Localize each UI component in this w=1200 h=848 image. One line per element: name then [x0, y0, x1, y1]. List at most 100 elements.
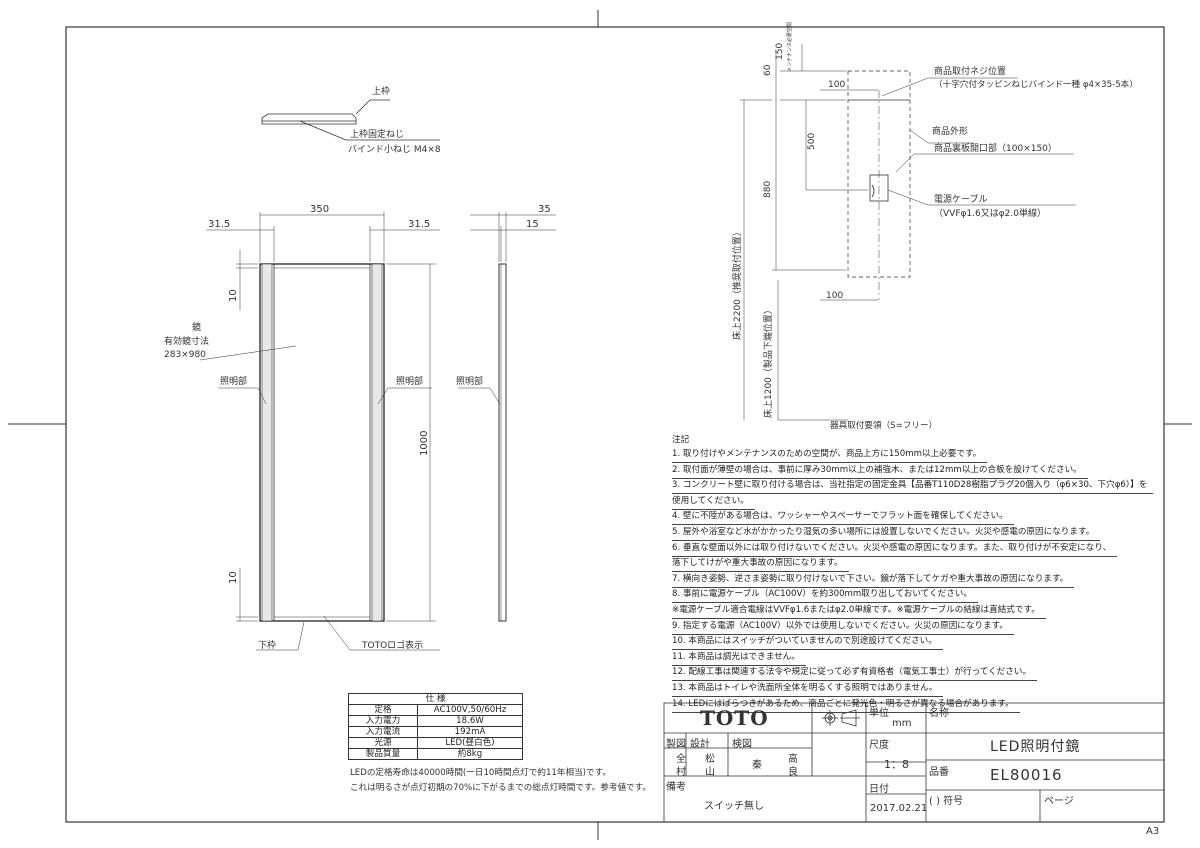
- note-item: 10. 本商品にはスイッチがついていませんので別途設けてください。: [672, 633, 943, 651]
- note-text: 10. 本商品にはスイッチがついていませんので別途設けてください。: [672, 633, 943, 651]
- label-back-opening: 商品裏板開口部（100×150）: [934, 142, 1057, 154]
- label-maintenance: メンテナンス必要空間: [786, 22, 793, 72]
- checker-1: 秦: [752, 760, 762, 771]
- mount-guide: [740, 44, 1076, 421]
- date-value: 2017.02.21: [870, 803, 928, 814]
- label-floor-2200: 床上2200（推奨取付位置）: [731, 227, 743, 340]
- label-mirror: 鏡: [192, 321, 201, 333]
- note-item: 3. コンクリート壁に取り付ける場合は、当社指定の固定金具【品番T110D28樹…: [672, 477, 1154, 495]
- made-label: 製図: [666, 739, 686, 750]
- made-by-2: 村: [676, 767, 686, 778]
- unit-label: 単位: [869, 708, 889, 719]
- spec-value: 約8kg: [417, 748, 523, 760]
- part-number: EL80016: [990, 766, 1063, 784]
- note-text: 5. 屋外や浴室など水がかかったり湿気の多い場所には設置しないでください。火災や…: [672, 524, 1101, 541]
- sheet-size: A3: [1146, 826, 1159, 837]
- note-item: 落下してけがや重大事故の原因になります。: [672, 555, 849, 573]
- dim-10-top: 10: [228, 289, 239, 302]
- label-bottom-frame: 下枠: [258, 639, 276, 651]
- note-text: 11. 本商品は調光はできません。: [672, 649, 806, 666]
- label-lighting-side: 照明部: [456, 375, 483, 387]
- checker-3: 良: [788, 767, 798, 778]
- dim-350: 350: [310, 204, 329, 215]
- note-item: 9. 指定する電源（AC100V）以外では使用しないでください。火災の原因になり…: [672, 618, 1015, 635]
- spec-value: 18.6W: [417, 715, 523, 727]
- label-outline: 商品外形: [932, 125, 968, 137]
- note-text: 3. コンクリート壁に取り付ける場合は、当社指定の固定金具【品番T110D28樹…: [672, 477, 1154, 495]
- note-text: 1. 取り付けやメンテナンスのための空間が、商品上方に150mm以上必要です。: [672, 446, 988, 463]
- note-item: 6. 垂直な壁面以外には取り付けないでください。火災や感電の原因になります。また…: [672, 540, 1118, 557]
- label-top-frame: 上枠: [372, 85, 390, 97]
- table-row: 製品質量約8kg: [348, 748, 523, 760]
- dim-10-bottom: 10: [228, 571, 239, 584]
- designer-2: 山: [705, 767, 715, 778]
- label-screw-spec: バインド小ねじ M4×8: [348, 144, 441, 155]
- title-block: [663, 702, 1165, 823]
- note-item: 4. 壁に不陸がある場合は、ワッシャーやスペーサーでフラット面を確保してください…: [672, 508, 1014, 526]
- note-text: 6. 垂直な壁面以外には取り付けないでください。火災や感電の原因になります。また…: [672, 540, 1118, 557]
- spec-key: 入力電力: [348, 715, 418, 727]
- scale-label: 尺度: [869, 740, 889, 751]
- note-item: 5. 屋外や浴室など水がかかったり湿気の多い場所には設置しないでください。火災や…: [672, 524, 1101, 541]
- note-text: 4. 壁に不陸がある場合は、ワッシャーやスペーサーでフラット面を確保してください…: [672, 508, 1014, 526]
- label-power-cable-spec: （VVFφ1.6又はφ2.0単線）: [934, 207, 1046, 219]
- part-label: 品番: [929, 767, 949, 778]
- page-label: ページ: [1044, 796, 1074, 807]
- dim-31-5-right: 31.5: [408, 219, 430, 230]
- label-mount-screw-spec: （十字穴付タッピンねじバインド一種 φ4×35-5本）: [934, 78, 1138, 90]
- checker-label: 検図: [732, 739, 752, 750]
- label-toto-logo: TOTOロゴ表示: [361, 639, 423, 651]
- note-item: 8. 事前に電源ケーブル（AC100V）を約300mm取り出しておいてください。: [672, 586, 978, 604]
- note-item: 13. 本商品はトイレや洗面所全体を明るくする照明ではありません。: [672, 680, 944, 697]
- spec-key: 製品質量: [348, 748, 418, 760]
- label-mount-screw: 商品取付ネジ位置: [934, 65, 1006, 77]
- label-top-frame-screw: 上枠固定ねじ: [350, 128, 404, 140]
- spec-key: 光源: [348, 737, 418, 749]
- note-text: ※電源ケーブル適合電線はVVFφ1.6またはφ2.0単線です。※電源ケーブルの結…: [672, 602, 1046, 619]
- designer-1: 松: [705, 754, 715, 765]
- remarks-value: スイッチ無し: [704, 801, 764, 812]
- dim-500: 500: [807, 133, 817, 150]
- note-text: 落下してけがや重大事故の原因になります。: [672, 555, 849, 573]
- dim-15: 15: [526, 219, 539, 230]
- value-effective-size: 283×980: [164, 350, 206, 360]
- dim-880: 880: [763, 181, 773, 198]
- note-text: 13. 本商品はトイレや洗面所全体を明るくする照明ではありません。: [672, 680, 944, 697]
- dim-150: 150: [775, 43, 785, 60]
- spec-value: AC100V,50/60Hz: [417, 704, 523, 716]
- label-lighting-left: 照明部: [220, 375, 247, 387]
- spec-note-1: LEDの定格寿命は40000時間(一日10時間点灯で約11年相当)です。: [350, 768, 611, 778]
- date-label: 日付: [869, 784, 889, 795]
- note-item: 12. 配線工事は関連する法令や規定に従って必ず有資格者（電気工事士）が行ってく…: [672, 664, 1038, 682]
- note-item: 1. 取り付けやメンテナンスのための空間が、商品上方に150mm以上必要です。: [672, 446, 988, 463]
- designer-label: 設計: [690, 739, 710, 750]
- product-name: LED照明付鏡: [990, 739, 1081, 755]
- note-text: 12. 配線工事は関連する法令や規定に従って必ず有資格者（電気工事士）が行ってく…: [672, 664, 1038, 682]
- note-text: 7. 横向き姿勢、逆さま姿勢に取り付けないで下さい。鏡が落下してケガや重大事故の…: [672, 571, 1075, 588]
- spec-header: 仕 様: [348, 693, 523, 705]
- name-label: 名称: [929, 708, 949, 719]
- mirror-front-view: [199, 212, 440, 651]
- scale-value: 1：8: [884, 758, 909, 771]
- note-item: ※電源ケーブル適合電線はVVFφ1.6またはφ2.0単線です。※電源ケーブルの結…: [672, 602, 1046, 619]
- spec-value: LED(昼白色): [417, 737, 523, 749]
- note-item: 11. 本商品は調光はできません。: [672, 649, 806, 666]
- top-frame-detail: [261, 99, 440, 141]
- note-text: 2. 取付面が薄壁の場合は、事前に厚み30mm以上の補強木、または12mm以上の…: [672, 462, 1088, 479]
- mirror-side-view: [458, 212, 556, 622]
- remarks-label: 備考: [666, 782, 686, 793]
- note-item: 2. 取付面が薄壁の場合は、事前に厚み30mm以上の補強木、または12mm以上の…: [672, 462, 1088, 479]
- label-effective-size: 有効鏡寸法: [164, 335, 209, 347]
- dim-60: 60: [763, 64, 773, 76]
- label-lighting-right: 照明部: [396, 375, 423, 387]
- brand-logo: TOTO: [700, 706, 769, 730]
- unit-value: mm: [892, 718, 912, 729]
- dim-100-top: 100: [828, 80, 845, 90]
- dim-100-bottom: 100: [826, 291, 843, 301]
- note-item: 7. 横向き姿勢、逆さま姿勢に取り付けないで下さい。鏡が落下してケガや重大事故の…: [672, 571, 1075, 588]
